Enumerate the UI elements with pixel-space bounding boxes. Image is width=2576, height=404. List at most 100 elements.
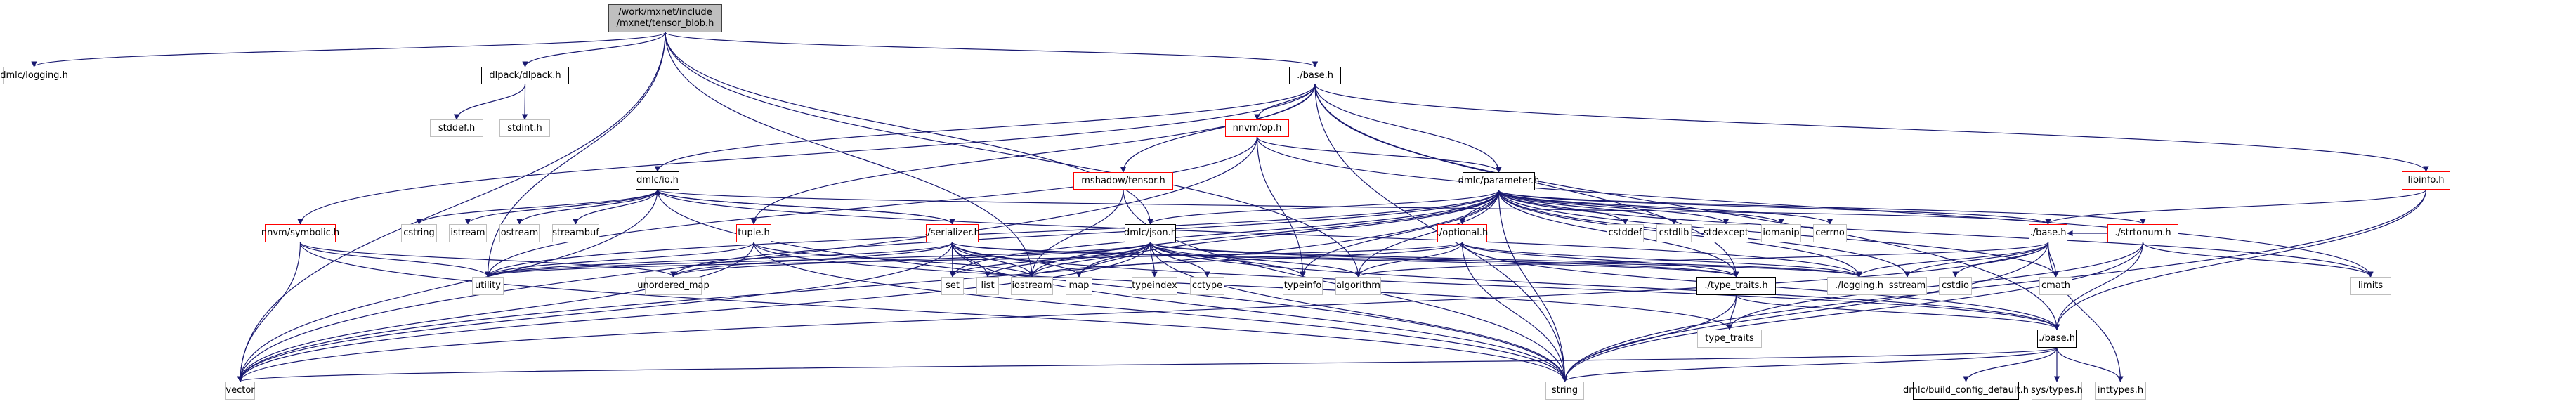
node-type-traits: type_traits <box>1697 330 1762 348</box>
node-set: set <box>941 277 964 295</box>
node-inttypes-h: inttypes.h <box>2095 382 2146 400</box>
node-base-h-red[interactable]: ./base.h <box>2029 224 2067 242</box>
edge-dmlc_json-to-type_traits_h <box>1149 242 1739 278</box>
node-typeindex: typeindex <box>1132 277 1177 295</box>
node-dmlc-parameter-h[interactable]: dmlc/parameter.h <box>1458 172 1539 190</box>
node-dmlc-json-h[interactable]: dmlc/json.h <box>1124 224 1177 242</box>
node-strtonum-h[interactable]: ./strtonum.h <box>2107 224 2178 242</box>
edge-root-to-utility <box>485 32 666 278</box>
edge-nnvm_op-to-vector <box>237 136 1258 382</box>
node-build-config-default-h[interactable]: dmlc/build_config_default.h <box>1903 382 2029 400</box>
edge-optional-to-type_traits_h <box>1461 242 1739 278</box>
edge-dmlc_json-to-cctype <box>1149 242 1210 278</box>
node-stddef-h: stddef.h <box>430 119 483 137</box>
edge-nnvm_op-to-dmlc_parameter <box>1256 136 1502 173</box>
node-root-tensor-blob-h: /work/mxnet/include /mxnet/tensor_blob.h <box>608 4 722 32</box>
node-nnvm-symbolic-h[interactable]: nnvm/symbolic.h <box>261 224 339 242</box>
edge-tuple-to-type_traits <box>753 242 1733 330</box>
node-ostream: ostream <box>499 224 540 242</box>
edge-dmlc_io-to-base_red <box>657 189 2051 225</box>
edge-base_red-to-vector <box>237 242 2049 382</box>
edge-root-to-dmlc_logging <box>31 32 666 67</box>
node-base-h-top[interactable]: ./base.h <box>1289 67 1341 84</box>
node-streambuf: streambuf <box>552 224 599 242</box>
edge-root-to-algorithm <box>665 32 1361 278</box>
node-cstdlib: cstdlib <box>1656 224 1692 242</box>
node-dmlc-logging-h: dmlc/logging.h <box>0 67 68 84</box>
edge-dmlc_io-to-string <box>657 189 1568 382</box>
edge-serializer-to-map <box>951 242 1083 278</box>
node-cmath: cmath <box>2039 277 2072 295</box>
node-cstring: cstring <box>401 224 437 242</box>
edge-type_traits_h-to-base_bottom <box>1735 294 2060 330</box>
edge-dmlc_parameter-to-utility <box>485 190 1500 278</box>
edge-nnvm_symbolic-to-string <box>299 242 1568 382</box>
node-limits: limits <box>2350 277 2391 295</box>
node-serializer-h[interactable]: ./serializer.h <box>924 224 980 242</box>
edge-tuple-to-string <box>753 242 1568 382</box>
edge-dmlc_parameter-to-algorithm <box>1355 190 1500 278</box>
node-sstream: sstream <box>1888 277 1927 295</box>
edge-dmlc_parameter-to-vector <box>237 190 1500 382</box>
node-libinfo-h[interactable]: libinfo.h <box>2402 171 2450 190</box>
edge-dmlc_parameter-to-stdexcept <box>1498 190 1730 225</box>
edge-base_top-to-base_bottom <box>1314 84 2060 330</box>
edge-serializer-to-vector <box>237 242 953 382</box>
edge-dmlc_parameter-to-sstream <box>1498 190 1911 278</box>
node-base-h-bottom[interactable]: ./base.h <box>2037 330 2077 348</box>
node-algorithm: algorithm <box>1335 277 1381 295</box>
edge-base_top-to-nnvm_symbolic <box>297 84 1316 225</box>
edge-dmlc_parameter-to-iomanip <box>1498 190 1784 225</box>
edge-nnvm_symbolic-to-unordered_map <box>299 242 676 278</box>
edge-strtonum-to-limits <box>2142 242 2374 278</box>
edge-base_red-to-logging_local <box>1856 242 2049 278</box>
node-type-traits-h[interactable]: ./type_traits.h <box>1696 277 1776 295</box>
edge-base_bottom-to-build_config <box>1963 347 2058 382</box>
edge-strtonum-to-string <box>1562 242 2144 382</box>
edge-dmlc_io-to-cstring <box>416 189 658 225</box>
edge-dlpack-to-stddef_h <box>453 84 526 120</box>
edge-dmlc_parameter-to-strtonum <box>1498 190 2146 225</box>
edge-dmlc_json-to-vector <box>237 242 1151 382</box>
edge-base_top-to-nnvm_op <box>1254 84 1316 120</box>
edge-base_red-to-string <box>1562 242 2049 382</box>
edge-root-to-dmlc_json <box>665 32 1153 225</box>
node-mshadow-tensor-h[interactable]: mshadow/tensor.h <box>1073 172 1173 190</box>
edge-dmlc_parameter-to-typeinfo <box>1300 190 1500 278</box>
edge-dmlc_parameter-to-unordered_map <box>670 190 1500 278</box>
node-istream: istream <box>449 224 487 242</box>
edge-dmlc_parameter-to-set <box>949 190 1500 278</box>
edge-base_bottom-to-string <box>1562 347 2058 382</box>
edge-dmlc_io-to-ostream <box>516 189 658 225</box>
node-cstdio: cstdio <box>1939 277 1972 295</box>
node-dmlc-io-h[interactable]: dmlc/io.h <box>636 171 679 190</box>
node-string: string <box>1545 382 1584 400</box>
edge-dmlc_parameter-to-dmlc_json <box>1147 190 1500 225</box>
edge-root-to-base_top <box>665 32 1318 67</box>
node-dlpack-h[interactable]: dlpack/dlpack.h <box>481 67 569 84</box>
node-utility: utility <box>472 277 504 295</box>
node-list: list <box>976 277 999 295</box>
edge-base_red-to-algorithm <box>1355 242 2049 278</box>
edge-dmlc_io-to-logging_local <box>657 189 1862 278</box>
edge-root-to-vector <box>237 32 666 382</box>
edge-tuple-to-utility <box>485 242 754 278</box>
edge-dmlc_parameter-to-base_red <box>1498 190 2051 225</box>
node-cstddef: cstddef <box>1607 224 1644 242</box>
node-optional-h[interactable]: ./optional.h <box>1437 224 1488 242</box>
edge-libinfo-to-string <box>1562 189 2427 382</box>
node-cerrno: cerrno <box>1813 224 1847 242</box>
edge-tuple-to-vector <box>237 242 754 382</box>
edge-serializer-to-dmlc_io <box>654 189 953 225</box>
edge-dmlc_json-to-set <box>949 242 1151 278</box>
node-vector: vector <box>225 382 255 400</box>
node-tuple-h[interactable]: tuple.h <box>736 224 771 242</box>
edge-dmlc_json-to-string <box>1149 242 1568 382</box>
node-nnvm-op-h[interactable]: nnvm/op.h <box>1225 119 1289 137</box>
edge-root-to-iostream <box>665 32 1035 278</box>
node-stdint-h: stdint.h <box>499 119 550 137</box>
edge-optional-to-iostream <box>1028 242 1463 278</box>
edge-base_red-to-cstdio <box>1952 242 2049 278</box>
